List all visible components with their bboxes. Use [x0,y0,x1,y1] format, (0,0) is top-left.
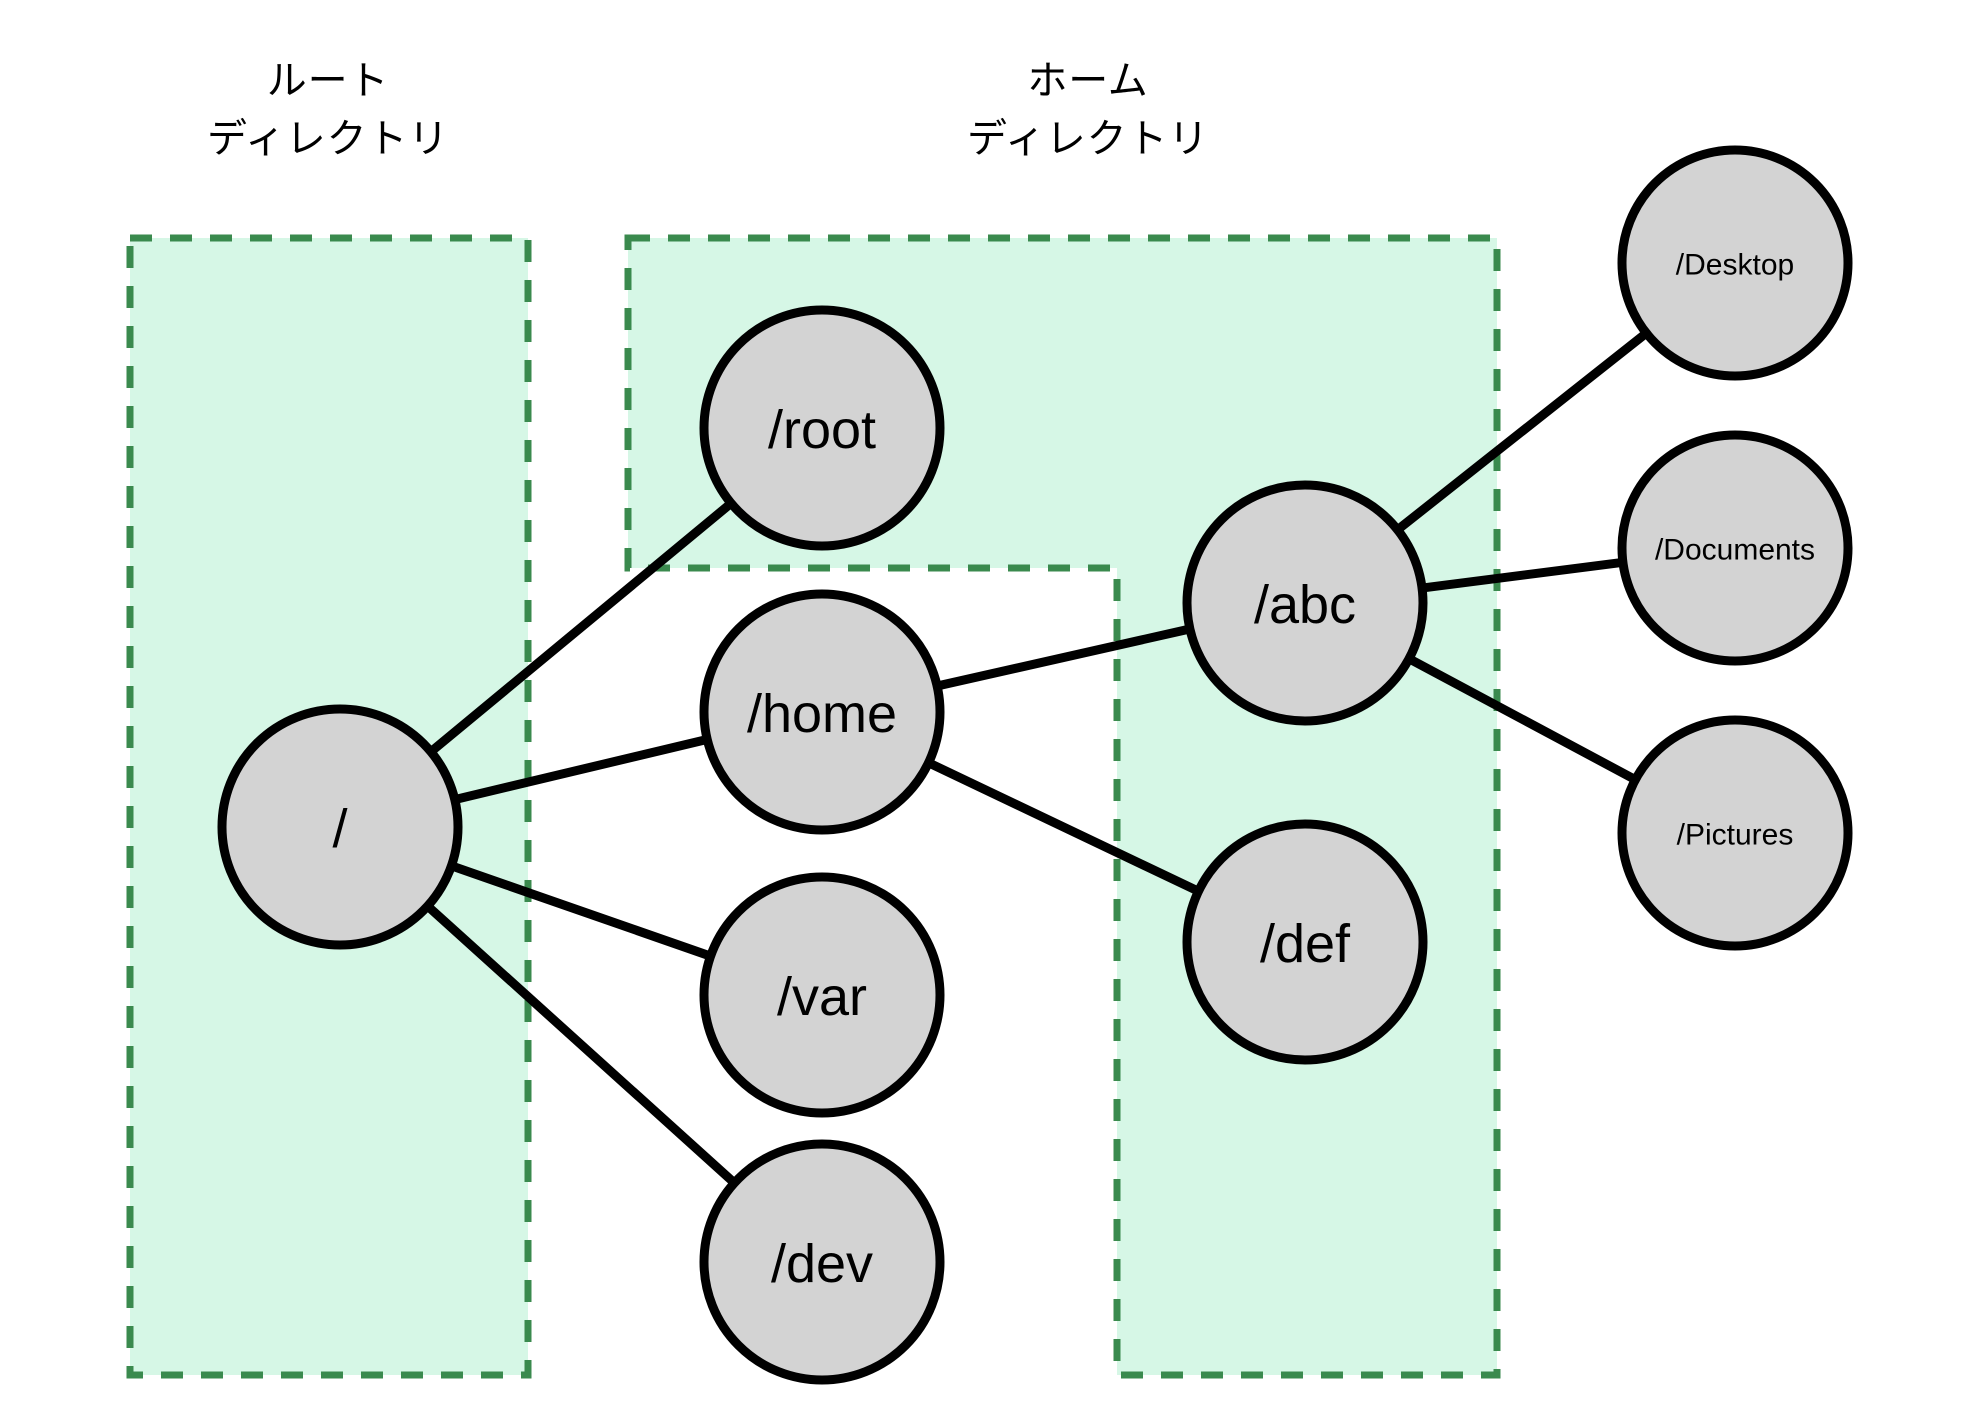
node-home[interactable]: /home [699,589,945,835]
node-abc[interactable]: /abc [1182,480,1428,726]
node-circle-home[interactable] [699,589,945,835]
node-desktop[interactable]: /Desktop [1617,145,1853,381]
root-directory-caption: ルート ディレクトリ [207,59,449,161]
node-var[interactable]: /var [699,872,945,1118]
node-pictures[interactable]: /Pictures [1617,715,1853,951]
home-directory-caption: ホーム ディレクトリ [967,59,1209,161]
node-circle-pictures[interactable] [1617,715,1853,951]
node-circle-desktop[interactable] [1617,145,1853,381]
node-label-dev: /dev [771,1234,873,1294]
node-label-def: /def [1260,914,1351,974]
node-circle-var[interactable] [699,872,945,1118]
node-label-root: /root [768,400,876,460]
node-def[interactable]: /def [1182,819,1428,1065]
node-label-desktop: /Desktop [1676,249,1794,282]
node-circle-root[interactable] [699,305,945,551]
node-label-slash: / [332,799,347,859]
nodes-layer: / /root/home/var/dev/abc/def/Desktop/Docu… [217,145,1853,1385]
node-circle-def[interactable] [1182,819,1428,1065]
node-dev[interactable]: /dev [699,1139,945,1385]
node-label-pictures: /Pictures [1677,819,1794,852]
node-label-home: /home [747,684,897,744]
node-documents[interactable]: /Documents [1617,430,1853,666]
node-circle-abc[interactable] [1182,480,1428,726]
node-label-abc: /abc [1254,575,1356,635]
node-slash[interactable]: / [217,704,463,950]
node-root[interactable]: /root [699,305,945,551]
node-label-var: /var [777,967,867,1027]
node-label-documents: /Documents [1655,534,1815,567]
node-circle-dev[interactable] [699,1139,945,1385]
node-circle-slash[interactable] [217,704,463,950]
node-circle-documents[interactable] [1617,430,1853,666]
